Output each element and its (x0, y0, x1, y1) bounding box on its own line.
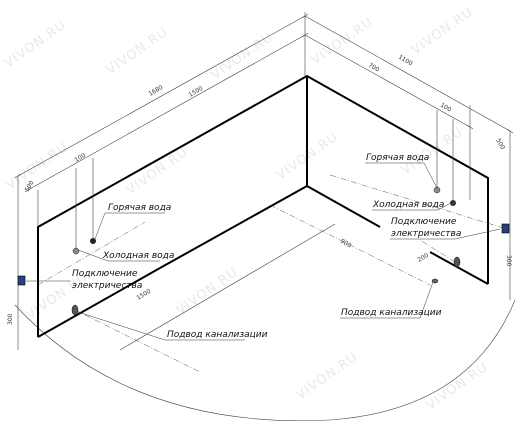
watermark-11: VIVON.RU (174, 265, 242, 319)
left-cold-water-point (72, 247, 80, 255)
right-socket-centerline (329, 174, 511, 231)
leader-left-cold (77, 249, 160, 262)
left-drain-centerline (74, 309, 201, 373)
watermark-1: VIVON.RU (2, 18, 70, 72)
right-drain-point (453, 256, 461, 268)
right-drain-centerline (269, 204, 431, 286)
leader-right-hot (365, 162, 438, 189)
leader-right-cold (372, 202, 452, 211)
right-hot-water-point (433, 186, 441, 194)
watermark-4: VIVON.RU (309, 15, 377, 69)
top-dimensions (17, 12, 511, 350)
dim-left-inner: 1500 (188, 85, 205, 99)
watermark-12: VIVON.RU (294, 350, 362, 404)
left-drain-point (71, 304, 79, 316)
dim-right-inner: 700 (367, 62, 381, 74)
tick-6 (466, 124, 474, 130)
dim-line-right-overall (304, 15, 511, 132)
floor-left-2 (159, 185, 308, 269)
leader-right-drain (340, 281, 434, 319)
dim-line-right-inner (304, 34, 471, 128)
dim-right-overall: 1100 (397, 54, 414, 68)
dim-line-left-overall (17, 15, 306, 177)
dim-right-drain-offset: 200 (417, 252, 431, 264)
leader-right-electric (390, 228, 501, 240)
label-left-electric-2: электричества (72, 281, 142, 291)
right-cold-water-point (450, 200, 456, 206)
label-right-cold-water: Холодная вода (372, 200, 444, 210)
leader-left-drain (77, 311, 245, 341)
dim-left-height: 500 (24, 179, 36, 193)
label-left-hot-water: Горячая вода (108, 203, 171, 213)
watermark-13: VIVON.RU (424, 360, 492, 414)
dim-right-socket-height: 300 (505, 255, 512, 267)
label-right-drain: Подвод канализации (341, 308, 442, 318)
floor-left-1 (37, 267, 161, 338)
floor-right-2 (429, 251, 489, 285)
drain-dim-line (119, 223, 336, 351)
label-left-electric-1: Подключение (72, 269, 138, 279)
tick-3 (301, 13, 309, 19)
dim-left-socket-height: 300 (7, 313, 14, 325)
tick-1 (14, 173, 22, 179)
dim-left-tap-offset: 100 (74, 152, 88, 164)
label-left-drain: Подвод канализации (167, 330, 268, 340)
left-socket-icon (17, 275, 26, 286)
walls (37, 74, 489, 338)
right-drain-floor-point (431, 278, 439, 284)
dim-right-height: 500 (494, 138, 506, 152)
label-left-cold-water: Холодная вода (102, 251, 174, 261)
tick-4 (301, 32, 309, 38)
right-socket-icon (501, 223, 510, 234)
left-socket-centerline (37, 221, 146, 286)
watermark-6: VIVON.RU (4, 140, 72, 194)
watermark-2: VIVON.RU (104, 25, 172, 79)
label-right-hot-water: Горячая вода (366, 153, 429, 163)
watermark-7: VIVON.RU (124, 145, 192, 199)
dim-right-tap-offset: 100 (439, 102, 453, 114)
tick-5 (506, 128, 514, 134)
tick-2 (24, 187, 32, 193)
label-right-electric-2: электричества (391, 229, 461, 239)
watermark-5: VIVON.RU (409, 5, 477, 59)
floor-right-1 (306, 185, 381, 228)
dim-ticks (14, 13, 514, 193)
dim-line-left-inner (27, 34, 306, 191)
right-drain-offset-line (419, 239, 456, 263)
dim-right-drain: 900 (339, 238, 353, 250)
left-hot-water-point (90, 238, 96, 244)
bath-sweep-arc (14, 299, 516, 421)
label-right-electric-1: Подключение (391, 217, 457, 227)
leader-left-hot (94, 212, 165, 240)
